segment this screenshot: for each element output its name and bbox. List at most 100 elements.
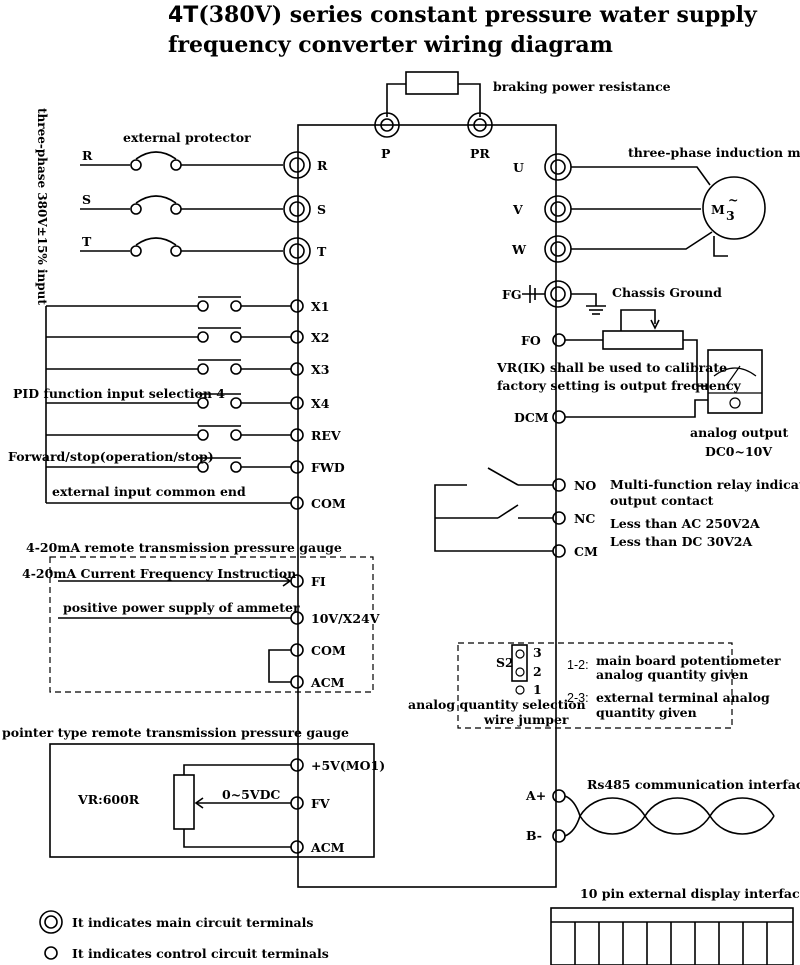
terminal-p	[374, 112, 400, 138]
terminal-fwd-label: FWD	[311, 460, 345, 475]
pin-1-label: 1	[533, 682, 542, 697]
switch-x2	[46, 327, 291, 343]
terminal-com2	[290, 643, 304, 657]
input-phase-t	[80, 237, 283, 257]
motor-symbol-tilde: ~	[728, 192, 738, 207]
title-line1: 4T(380V) series constant pressure water …	[168, 2, 758, 28]
relay-contacts	[434, 467, 553, 552]
s2-label: S2	[496, 655, 514, 670]
terminal-t	[283, 237, 311, 265]
motor-wiring	[571, 166, 728, 257]
motor-symbol-m: M	[711, 202, 725, 217]
jumper-label1: analog quantity selection	[408, 697, 586, 712]
terminal-10v-label: 10V/X24V	[311, 611, 380, 626]
terminal-nc-label: NC	[574, 511, 595, 526]
relay-line4: Less than DC 30V2A	[610, 534, 753, 549]
terminal-u-label: U	[513, 160, 524, 175]
legend-control-label: It indicates control circuit terminals	[72, 946, 329, 961]
fi-wire	[58, 575, 292, 587]
display-label: 10 pin external display interface	[580, 886, 800, 901]
label-p: P	[381, 146, 391, 161]
legend-main-label: It indicates main circuit terminals	[72, 915, 313, 930]
terminal-a-label: A+	[525, 788, 546, 803]
chassis-ground-label: Chassis Ground	[612, 285, 722, 300]
pointer-gauge-title: pointer type remote transmission pressur…	[2, 725, 349, 740]
jumper-block	[511, 644, 528, 682]
pointer-gauge-box	[49, 743, 375, 858]
phase-s-label: S	[82, 192, 91, 207]
terminal-x3-label: X3	[311, 362, 329, 377]
fg-ground-icon	[522, 285, 545, 303]
terminal-acm	[290, 675, 304, 689]
terminal-acm2	[290, 840, 304, 854]
terminal-x1-label: X1	[311, 299, 329, 314]
title-line2: frequency converter wiring diagram	[168, 32, 613, 58]
dcm-label: DCM	[514, 410, 549, 425]
pin-3-label: 3	[533, 645, 542, 660]
jumper-label2: wire jumper	[483, 712, 569, 727]
legend-main-icon	[39, 910, 63, 934]
relay-line2: output contact	[610, 493, 714, 508]
opt2-key: 2-3:	[567, 691, 589, 705]
pointer-potentiometer	[173, 764, 291, 848]
fo-label: FO	[521, 333, 541, 348]
terminal-fi	[290, 574, 304, 588]
terminal-acm2-label: ACM	[310, 840, 345, 855]
relay-line1: Multi-function relay indicating	[610, 477, 800, 492]
terminal-x4-label: X4	[311, 396, 330, 411]
analog-output-range: DC0~10V	[705, 444, 772, 459]
terminal-b	[552, 829, 566, 843]
terminal-cm	[552, 544, 566, 558]
terminal-nc	[552, 511, 566, 525]
vr-note-line1: VR(IK) shall be used to calibrate	[496, 360, 727, 375]
terminal-dcm	[552, 410, 566, 424]
vr-note-line2: factory setting is output frequency	[497, 378, 742, 393]
phase-t-label: T	[82, 234, 92, 249]
motor-icon	[702, 176, 766, 240]
pointer-range-label: 0~5VDC	[222, 787, 280, 802]
current-gauge-title: 4-20mA remote transmission pressure gaug…	[26, 540, 342, 555]
terminal-w-label: W	[511, 242, 527, 257]
jumper-pin-3	[515, 649, 525, 659]
terminal-no-label: NO	[574, 478, 596, 493]
dcm-wire	[565, 399, 708, 418]
terminal-w	[544, 235, 572, 263]
opt1-line1: main board potentiometer	[596, 653, 781, 668]
current-gauge-box	[49, 556, 374, 693]
terminal-s-label: S	[317, 202, 326, 217]
terminal-r	[283, 151, 311, 179]
terminal-fv-label: FV	[311, 796, 330, 811]
terminal-10v	[290, 611, 304, 625]
terminal-com2-label: COM	[311, 643, 346, 658]
analog-output-label: analog output	[690, 425, 788, 440]
terminal-b-label: B-	[526, 828, 542, 843]
terminal-pr	[467, 112, 493, 138]
terminal-v	[544, 195, 572, 223]
terminal-fg	[544, 280, 572, 308]
input-phase-r	[80, 151, 283, 171]
pin-2-label: 2	[533, 664, 542, 679]
terminal-t-label: T	[317, 244, 327, 259]
opt1-line2: analog quantity given	[596, 667, 748, 682]
current-instruction-label: 4-20mA Current Frequency Instruction	[22, 566, 296, 581]
opt2-line2: quantity given	[596, 705, 697, 720]
fg-label: FG	[502, 287, 522, 302]
terminal-cm-label: CM	[574, 544, 598, 559]
control-terminals-di	[290, 299, 304, 510]
rs485-twisted-pair	[564, 795, 775, 837]
terminal-u	[544, 153, 572, 181]
switch-x1	[46, 296, 291, 312]
terminal-fi-label: FI	[311, 574, 326, 589]
chassis-ground-icon	[571, 293, 606, 315]
motor-symbol-3: 3	[726, 208, 735, 223]
switch-rev	[46, 425, 291, 441]
pid-label: PID function input selection 4	[13, 386, 225, 401]
switch-fwd	[46, 457, 291, 473]
terminal-no	[552, 478, 566, 492]
terminal-v-label: V	[512, 202, 523, 217]
converter-box	[297, 124, 557, 888]
terminal-com-label: COM	[311, 496, 346, 511]
display-connector	[550, 907, 794, 965]
opt2-line1: external terminal analog	[596, 690, 770, 705]
